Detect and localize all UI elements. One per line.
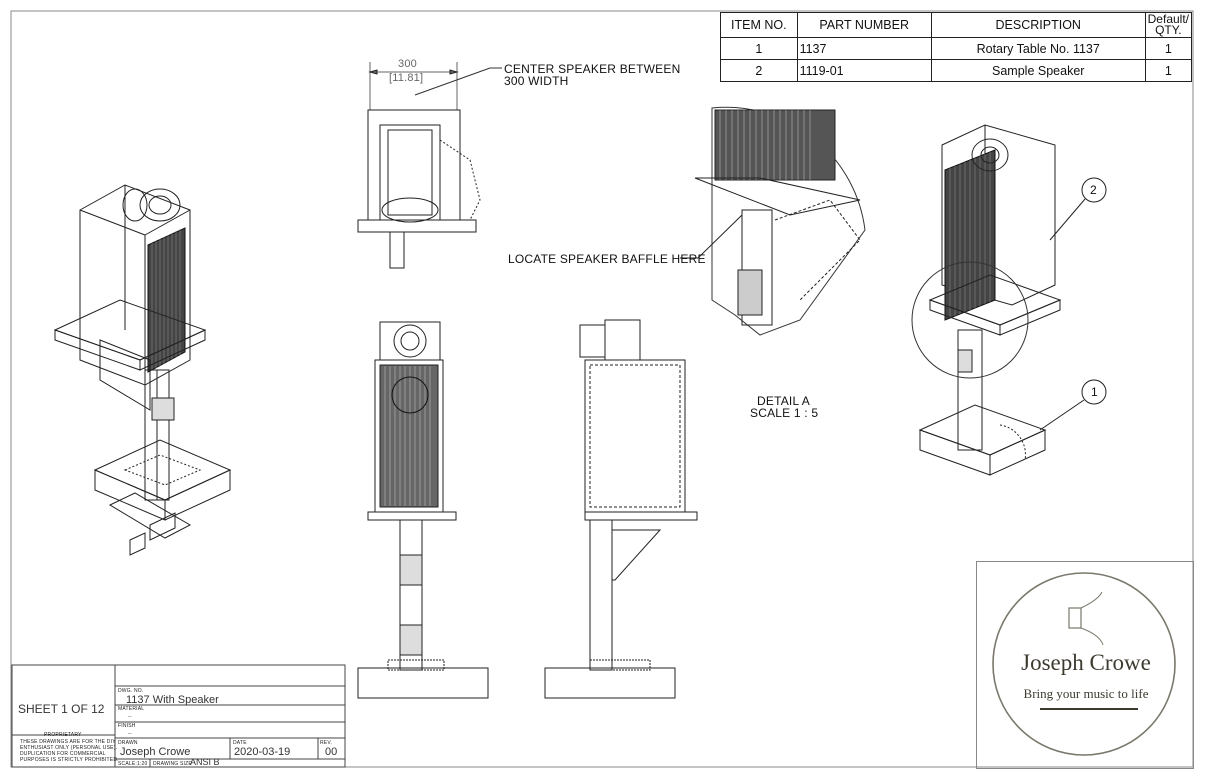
drawing-size-label: DRAWING SIZE xyxy=(153,761,192,767)
dwg-no-label: DWG. NO. xyxy=(118,688,144,694)
title-block-frame xyxy=(11,664,346,768)
revision: 00 xyxy=(325,746,338,758)
material-label: MATERIAL xyxy=(118,706,145,712)
balloon-1-label: 1 xyxy=(1091,385,1098,399)
bom-header-qty-line1: Default/ xyxy=(1147,12,1189,26)
sheet-number: SHEET 1 OF 12 xyxy=(18,702,105,716)
bom-header-qty-line2: QTY. xyxy=(1155,23,1182,37)
balloon-2-label: 2 xyxy=(1090,183,1097,197)
drawing-size: ANSI B xyxy=(190,757,220,767)
sheet-border xyxy=(10,10,1194,768)
dwg-no: 1137 With Speaker xyxy=(126,694,219,706)
detail-scale: SCALE 1 : 5 xyxy=(750,406,819,420)
drawing-date: 2020-03-19 xyxy=(234,746,291,758)
center-speaker-note: CENTER SPEAKER BETWEEN xyxy=(504,62,681,76)
top-view xyxy=(357,62,502,269)
bom-description: Sample Speaker xyxy=(930,59,1146,82)
proprietary-text-1: THESE DRAWINGS ARE FOR THE DIY xyxy=(20,739,116,745)
drawn-by: Joseph Crowe xyxy=(120,746,191,758)
isometric-view-left xyxy=(53,184,232,556)
bom-qty: 1 xyxy=(1144,59,1193,82)
center-speaker-note-width: 300 WIDTH xyxy=(504,74,569,88)
date-label: DATE xyxy=(233,740,247,746)
finish-label: FINISH xyxy=(118,723,136,729)
front-view xyxy=(357,321,489,699)
proprietary-text-3: DUPLICATION FOR COMMERCIAL xyxy=(20,751,106,757)
bom-header-description: DESCRIPTION xyxy=(930,12,1146,38)
drawn-label: DRAWN xyxy=(118,740,138,746)
bom-part-number: 1137 xyxy=(796,37,932,60)
bom-header-part: PART NUMBER xyxy=(796,12,932,38)
side-view xyxy=(544,319,698,699)
proprietary-text-4: PURPOSES IS STRICTLY PROHIBITED. xyxy=(20,757,119,763)
bom-row: 1 1137 Rotary Table No. 1137 1 xyxy=(720,37,1193,60)
bom-row: 2 1119-01 Sample Speaker 1 xyxy=(720,59,1193,82)
bom-header-row: ITEM NO. PART NUMBER DESCRIPTION Default… xyxy=(720,12,1193,38)
logo-tagline: Bring your music to life xyxy=(1023,686,1149,701)
logo-name: Joseph Crowe xyxy=(1021,650,1151,675)
logo-emblem xyxy=(992,572,1176,756)
bom-part-number: 1119-01 xyxy=(796,59,932,82)
detail-a-view xyxy=(680,106,866,336)
bom-item-no: 2 xyxy=(720,59,798,82)
rev-label: REV. xyxy=(320,740,333,746)
material-value: -- xyxy=(128,714,132,720)
bom-header-qty: Default/ QTY. xyxy=(1144,12,1193,38)
bom-table: ITEM NO. PART NUMBER DESCRIPTION Default… xyxy=(720,12,1193,82)
bom-item-no: 1 xyxy=(720,37,798,60)
dimension-value: 300 xyxy=(398,58,417,70)
proprietary-text-2: ENTHUSIAST ONLY (PERSONAL USE). xyxy=(20,745,118,751)
logo-frame xyxy=(976,561,1194,769)
bom-description: Rotary Table No. 1137 xyxy=(930,37,1146,60)
scale-value: SCALE:1:20 xyxy=(118,761,148,767)
finish-value: -- xyxy=(128,731,132,737)
baffle-note: LOCATE SPEAKER BAFFLE HERE xyxy=(508,252,706,266)
bom-header-item: ITEM NO. xyxy=(720,12,798,38)
detail-label: DETAIL A xyxy=(757,394,810,408)
isometric-view-right xyxy=(911,124,1107,476)
dimension-value-alt: [11.81] xyxy=(389,72,424,84)
bom-qty: 1 xyxy=(1144,37,1193,60)
proprietary-label: PROPRIETARY xyxy=(44,732,82,738)
